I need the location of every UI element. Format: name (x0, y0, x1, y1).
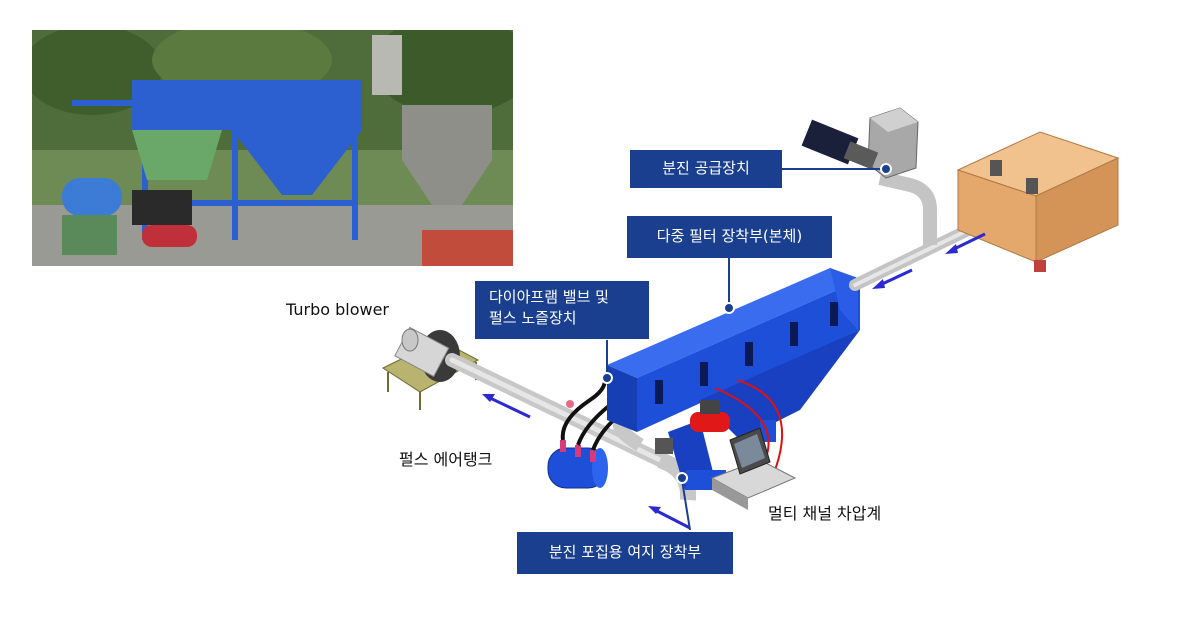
turbo-blower-label: Turbo blower (286, 300, 389, 319)
turbo-blower (381, 326, 480, 410)
flow-arrows (482, 232, 986, 530)
leader-lines (606, 168, 886, 531)
sampling-paper-label: 분진 포집용 여지 장착부 (517, 532, 733, 574)
filter-body (566, 268, 860, 490)
multichannel-gauge-label: 멀티 채널 차압계 (768, 504, 882, 523)
leader-dots (601, 163, 892, 484)
air-compressor (690, 400, 730, 432)
multichannel-gauge-device (710, 427, 797, 510)
multi-filter-label: 다중 필터 장착부(본체) (627, 216, 832, 258)
powder-feeder (801, 107, 919, 179)
diaphragm-valve-label: 다이아프램 밸브 및 펄스 노즐장치 (475, 281, 649, 339)
pulse-air-tank-label: 펄스 에어탱크 (399, 450, 493, 469)
test-rig-photo (32, 30, 513, 266)
orange-tank (956, 131, 1120, 272)
powder-feeder-label: 분진 공급장치 (630, 150, 782, 188)
